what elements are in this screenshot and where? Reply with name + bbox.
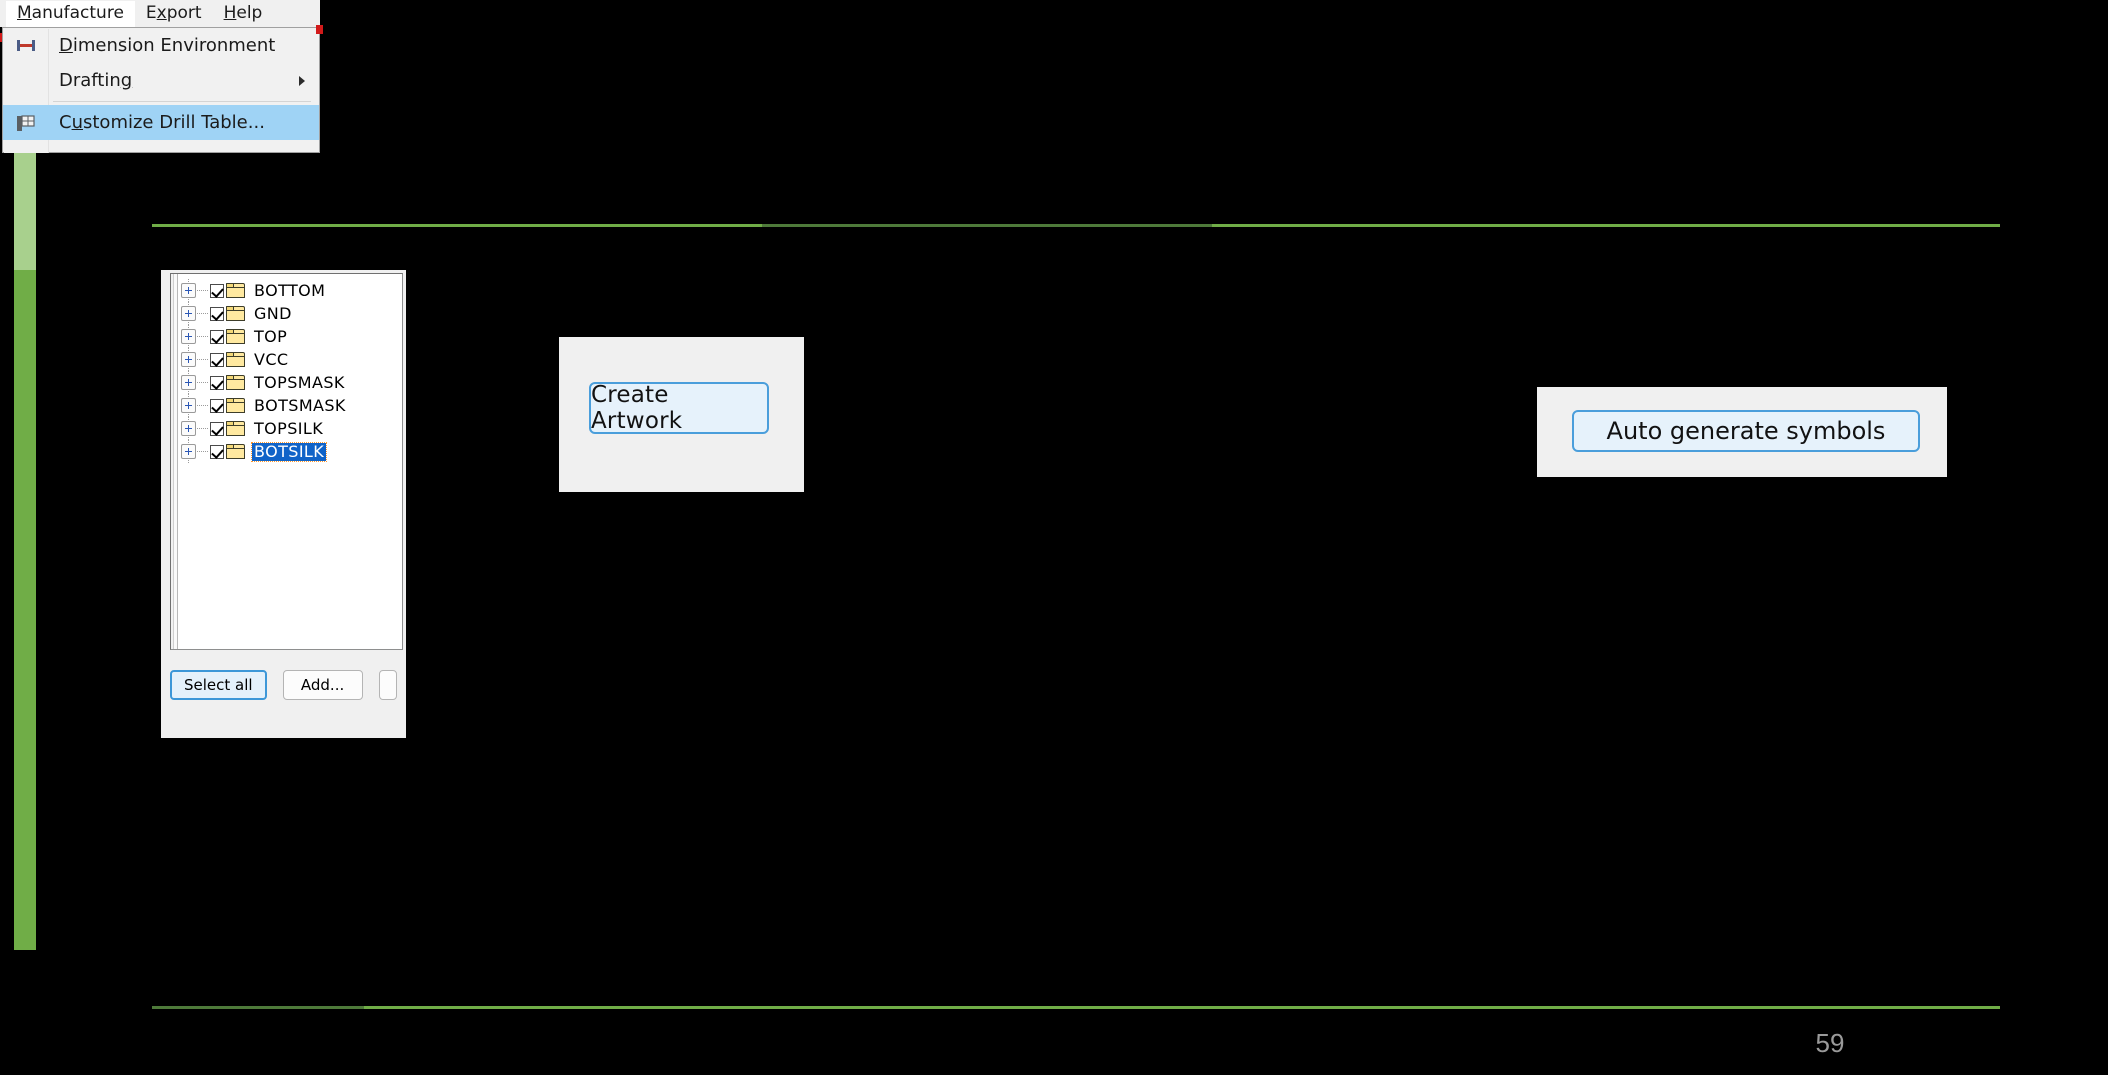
layer-checkbox[interactable] (210, 283, 224, 298)
layer-tree-view[interactable]: BOTTOM GND TOP (170, 273, 403, 650)
layer-name-label: BOTTOM (254, 280, 326, 300)
expand-plus-icon[interactable] (181, 375, 196, 390)
menubar-item-manufacture[interactable]: Manufacture (6, 0, 135, 27)
layer-tree-rows: BOTTOM GND TOP (181, 279, 402, 463)
select-all-button[interactable]: Select all (170, 670, 267, 700)
window-edge-marker-right (316, 25, 323, 34)
tree-row[interactable]: TOPSMASK (181, 371, 402, 394)
layer-name-label: TOPSMASK (254, 372, 345, 392)
layer-checkbox[interactable] (210, 352, 224, 367)
tree-row[interactable]: VCC (181, 348, 402, 371)
auto-generate-symbols-button[interactable]: Auto generate symbols (1572, 410, 1920, 452)
tree-row-selected[interactable]: BOTSILK (181, 440, 402, 463)
layer-selection-dialog: BOTTOM GND TOP (161, 270, 405, 738)
menu-item-label: Customize Drill Table... (59, 112, 265, 133)
tree-dot-connector (197, 290, 209, 291)
menu-separator (53, 101, 311, 102)
folder-icon (226, 421, 245, 436)
layer-checkbox[interactable] (210, 421, 224, 436)
tree-dot-connector (197, 451, 209, 452)
layer-name-label: VCC (254, 349, 289, 369)
folder-icon (226, 375, 245, 390)
tree-dot-connector (197, 313, 209, 314)
manufacture-menu-widget: Manufacture Export Help Dimension Enviro… (0, 0, 323, 155)
expand-plus-icon[interactable] (181, 421, 196, 436)
expand-plus-icon[interactable] (181, 398, 196, 413)
menu-item-customize-drill-table[interactable]: Customize Drill Table... (3, 105, 319, 140)
layer-dialog-right-edge (403, 270, 406, 738)
menubar-item-help[interactable]: Help (223, 2, 263, 23)
window-edge-marker-left (0, 33, 2, 42)
expand-plus-icon[interactable] (181, 444, 196, 459)
tree-row[interactable]: BOTTOM (181, 279, 402, 302)
layer-name-label: TOPSILK (254, 418, 324, 438)
slide-accent-bar-dark (14, 270, 36, 950)
auto-generate-symbols-panel: Auto generate symbols (1537, 387, 1947, 477)
folder-icon (226, 329, 245, 344)
folder-icon (226, 306, 245, 321)
third-button-clipped[interactable] (378, 670, 397, 700)
tree-dot-connector (197, 359, 209, 360)
tree-row[interactable]: GND (181, 302, 402, 325)
create-artwork-button[interactable]: Create Artwork (589, 382, 769, 434)
folder-icon (226, 444, 245, 459)
tree-dot-connector (197, 405, 209, 406)
menu-item-label: Drafting (59, 70, 133, 91)
layer-name-label: GND (254, 303, 292, 323)
folder-icon (226, 352, 245, 367)
folder-icon (226, 398, 245, 413)
layer-dialog-buttons: Select all Add... (170, 670, 397, 700)
page-number: 59 (1815, 1028, 1845, 1058)
layer-name-label: BOTSMASK (254, 395, 346, 415)
chevron-right-icon (299, 75, 305, 86)
menubar-item-export[interactable]: Export (145, 2, 202, 23)
folder-icon (226, 283, 245, 298)
layer-name-label: TOP (254, 326, 288, 346)
tree-row[interactable]: TOPSILK (181, 417, 402, 440)
menu-item-drafting[interactable]: Drafting (3, 63, 319, 98)
menu-item-label: Dimension Environment (59, 35, 276, 56)
layer-name-label: BOTSILK (250, 441, 328, 462)
dimension-icon (15, 37, 37, 55)
layer-checkbox[interactable] (210, 329, 224, 344)
divider-line-top (152, 224, 2000, 227)
menu-item-dimension-environment[interactable]: Dimension Environment (3, 28, 319, 63)
expand-plus-icon[interactable] (181, 352, 196, 367)
expand-plus-icon[interactable] (181, 329, 196, 344)
layer-checkbox[interactable] (210, 444, 224, 459)
tree-row[interactable]: BOTSMASK (181, 394, 402, 417)
tree-dot-connector (197, 382, 209, 383)
layer-checkbox[interactable] (210, 375, 224, 390)
expand-plus-icon[interactable] (181, 306, 196, 321)
tree-dot-connector (197, 428, 209, 429)
layer-checkbox[interactable] (210, 306, 224, 321)
divider-line-bottom (152, 1006, 2000, 1009)
add-button[interactable]: Add... (282, 670, 363, 700)
expand-plus-icon[interactable] (181, 283, 196, 298)
layer-checkbox[interactable] (210, 398, 224, 413)
tree-row[interactable]: TOP (181, 325, 402, 348)
manufacture-dropdown-menu: Dimension Environment Drafting Customize… (2, 27, 320, 153)
tree-dot-connector (197, 336, 209, 337)
menu-bar: Manufacture Export Help (0, 0, 320, 27)
tree-scrollbar[interactable] (171, 274, 179, 649)
create-artwork-panel: Create Artwork (559, 337, 804, 492)
drill-table-icon (15, 114, 37, 132)
